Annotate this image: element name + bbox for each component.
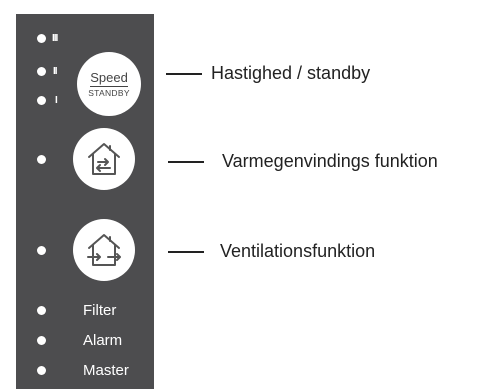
speed-3-label: III [52,33,58,44]
standby-button-label: STANDBY [88,87,130,98]
heat-recovery-callout-line [168,161,204,163]
speed-callout-line [166,73,202,75]
speed-callout-label: Hastighed / standby [211,63,371,83]
speed-1-label: I [55,95,58,106]
master-label: Master [83,362,129,379]
ventilation-led [37,246,46,255]
alarm-label: Alarm [83,332,123,349]
heat-recovery-callout-label: Varmegenvindings funktion [222,151,438,171]
heat-recovery-led [37,155,46,164]
speed-2-led [37,67,46,76]
heat-recovery-house-icon [88,143,120,175]
speed-standby-button[interactable]: Speed STANDBY [77,52,141,116]
alarm-led [37,336,46,345]
ventilation-callout-line [168,251,204,253]
speed-3-led [37,34,46,43]
filter-label: Filter [83,302,117,319]
speed-button-label: Speed [90,69,128,85]
ventilation-house-icon [87,234,121,266]
control-panel: III II I Speed STANDBY Filter Alarm [16,14,154,389]
speed-1-led [37,96,46,105]
speed-button-divider [90,85,128,87]
speed-2-label: II [53,66,57,77]
master-led [37,366,46,375]
filter-led [37,306,46,315]
ventilation-callout-label: Ventilationsfunktion [220,241,376,261]
ventilation-button[interactable] [73,219,135,281]
heat-recovery-button[interactable] [73,128,135,190]
